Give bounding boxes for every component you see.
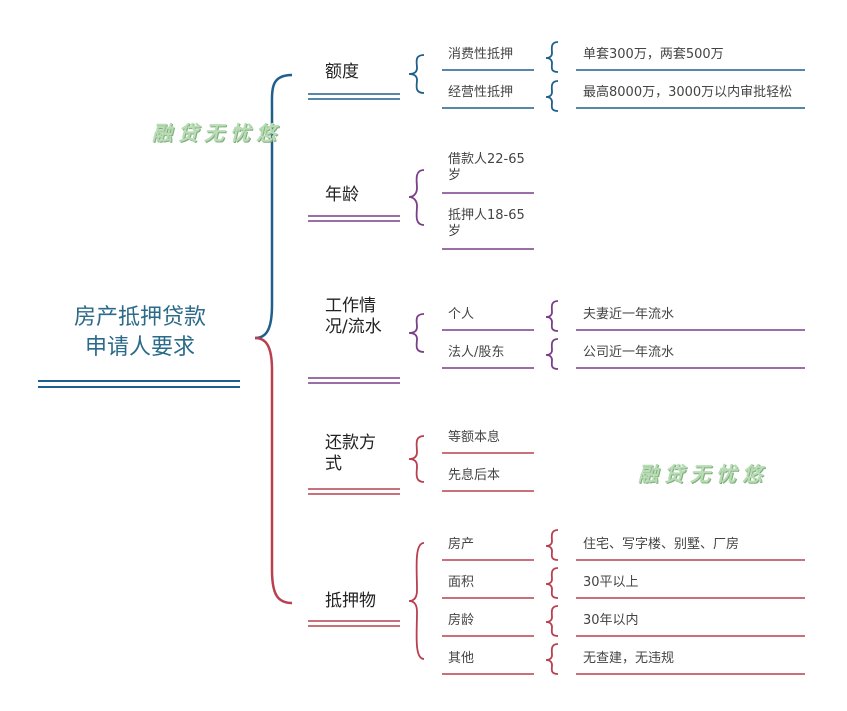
detail-individual: 夫妻近一年流水 — [583, 307, 675, 322]
category-quota: 额度 — [325, 62, 359, 82]
leaf-legal-person: 法人/股东 — [448, 345, 505, 360]
category-age: 年龄 — [325, 185, 359, 205]
leaf-interest-first: 先息后本 — [448, 468, 501, 483]
root-node: 房产抵押贷款 申请人要求 — [40, 303, 240, 362]
root-title-line2: 申请人要求 — [84, 334, 195, 360]
leaf-borrower-age: 借款人22-65岁 — [448, 152, 525, 184]
leaf-area: 面积 — [448, 575, 475, 590]
leaf-property: 房产 — [448, 537, 475, 552]
leaf-consumer-mortgage: 消费性抵押 — [448, 47, 514, 62]
watermark-bottom: 融贷无忧悠 — [638, 462, 768, 486]
watermark-top: 融贷无忧悠 — [152, 121, 282, 145]
leaf-property-age: 房龄 — [448, 613, 475, 628]
leaf-business-mortgage: 经营性抵押 — [448, 85, 514, 100]
detail-legal-person: 公司近一年流水 — [583, 345, 675, 360]
detail-property-age: 30年以内 — [583, 613, 639, 628]
detail-business-mortgage: 最高8000万，3000万以内审批轻松 — [583, 85, 793, 100]
category-work-income: 工作情况/流水 — [325, 296, 382, 338]
leaf-equal-installment: 等额本息 — [448, 430, 501, 445]
leaf-mortgagor-age: 抵押人18-65岁 — [448, 208, 525, 240]
detail-consumer-mortgage: 单套300万，两套500万 — [583, 47, 724, 62]
detail-property: 住宅、写字楼、别墅、厂房 — [583, 537, 740, 552]
leaf-other: 其他 — [448, 651, 475, 666]
category-collateral: 抵押物 — [325, 591, 376, 611]
root-title-line1: 房产抵押贷款 — [73, 305, 206, 330]
leaf-individual: 个人 — [448, 307, 475, 322]
category-repayment: 还款方式 — [325, 433, 376, 475]
detail-area: 30平以上 — [583, 575, 639, 590]
detail-other: 无查建，无违规 — [583, 651, 675, 666]
